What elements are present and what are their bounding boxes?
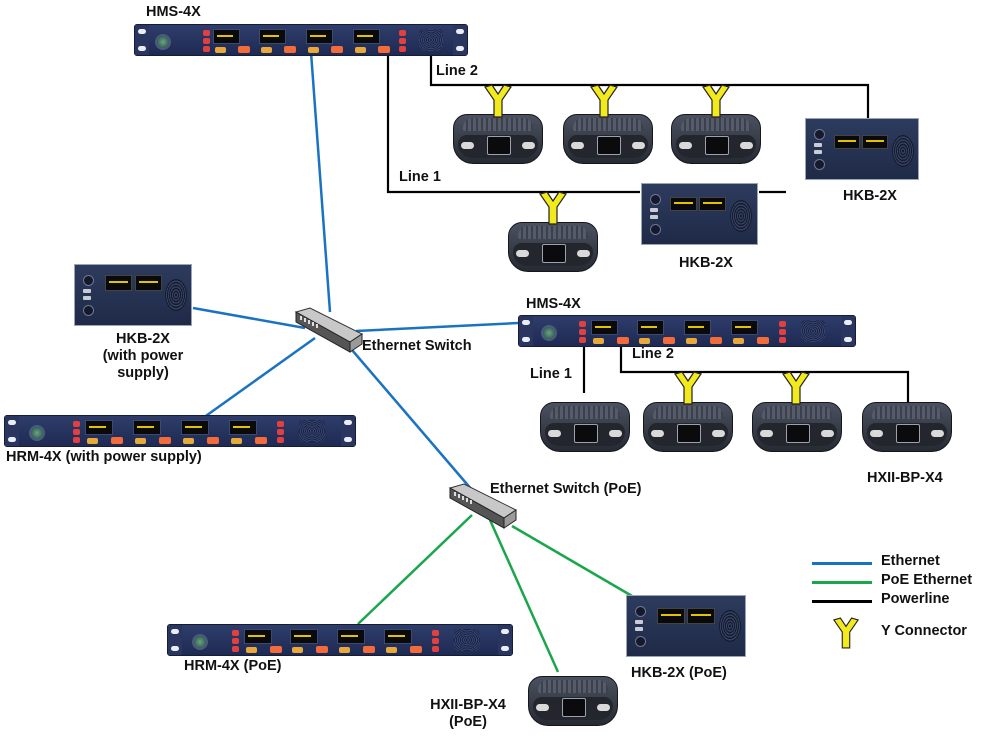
beltpack-top-line1[interactable] bbox=[508, 222, 598, 272]
beltpack-top-1[interactable] bbox=[453, 114, 543, 164]
hrm-poe-label: HRM-4X (PoE) bbox=[184, 658, 282, 674]
wire-hrm-left-to-switch bbox=[202, 336, 316, 420]
poe-wires bbox=[357, 514, 633, 673]
hkb-2x-top-mid-device[interactable] bbox=[641, 183, 758, 245]
ethernet-wires bbox=[192, 51, 519, 491]
hrm-left-label: HRM-4X (with power supply) bbox=[6, 449, 202, 465]
ethernet-switch-device[interactable] bbox=[292, 306, 364, 354]
hxii-poe-label-line2: (PoE) bbox=[449, 714, 487, 730]
legend-poe-swatch bbox=[812, 581, 872, 584]
mid-line2-label: Line 2 bbox=[632, 346, 674, 362]
beltpack-mid-line2-2[interactable] bbox=[752, 402, 842, 452]
legend-y-connector-label: Y Connector bbox=[881, 623, 967, 639]
wire-hms-top-to-switch bbox=[309, 51, 332, 313]
hkb-2x-poe-device[interactable] bbox=[626, 595, 746, 657]
y-connector-icon bbox=[674, 371, 702, 405]
hms-4x-mid-device[interactable] bbox=[518, 315, 856, 347]
legend-y-connector-icon bbox=[832, 617, 860, 649]
hkb-left-label: HKB-2X (with power supply) bbox=[88, 331, 198, 382]
wire-top-line2 bbox=[429, 56, 870, 120]
hxii-poe-label: HXII-BP-X4 (PoE) bbox=[414, 697, 522, 731]
y-connector-icon bbox=[539, 191, 567, 225]
hkb-poe-label: HKB-2X (PoE) bbox=[631, 665, 727, 681]
wire-mid-line2 bbox=[619, 345, 910, 402]
hxii-bp-x4-mid-device[interactable] bbox=[862, 402, 952, 452]
wire-top-line1 bbox=[386, 55, 640, 194]
wire-hkb-left-to-switch bbox=[192, 306, 306, 330]
hkb-left-label-line1: HKB-2X bbox=[116, 331, 170, 347]
hms-mid-label: HMS-4X bbox=[526, 296, 581, 312]
legend-powerline-label: Powerline bbox=[881, 591, 950, 607]
y-connector-icon bbox=[484, 84, 512, 118]
top-line2-label: Line 2 bbox=[436, 63, 478, 79]
beltpack-top-2[interactable] bbox=[563, 114, 653, 164]
wire-hms-mid-to-switch bbox=[355, 321, 519, 333]
switch-poe-label: Ethernet Switch (PoE) bbox=[490, 481, 642, 497]
hrm-4x-poe-device[interactable] bbox=[167, 624, 513, 656]
y-connector-icon bbox=[590, 84, 618, 118]
hxii-poe-label-line1: HXII-BP-X4 bbox=[430, 697, 506, 713]
beltpack-mid-line1[interactable] bbox=[540, 402, 630, 452]
hms-4x-top-device[interactable] bbox=[134, 24, 468, 56]
ethernet-switch-poe-device[interactable] bbox=[446, 482, 518, 530]
hkb-left-label-line2: (with power bbox=[102, 348, 184, 364]
hms-top-label: HMS-4X bbox=[146, 4, 201, 20]
hxii-mid-label: HXII-BP-X4 bbox=[867, 470, 943, 486]
top-line1-label: Line 1 bbox=[399, 169, 441, 185]
mid-line1-label: Line 1 bbox=[530, 366, 572, 382]
hkb-2x-top-right-device[interactable] bbox=[805, 118, 919, 180]
hkb-left-label-line3: supply) bbox=[117, 365, 169, 381]
beltpack-top-3[interactable] bbox=[671, 114, 761, 164]
switch-main-label: Ethernet Switch bbox=[362, 338, 472, 354]
y-connector-icon bbox=[782, 371, 810, 405]
legend-ethernet-label: Ethernet bbox=[881, 553, 940, 569]
hrm-4x-left-device[interactable] bbox=[4, 415, 356, 447]
wire-switch-to-poe-switch bbox=[351, 349, 473, 491]
hkb-2x-left-device[interactable] bbox=[74, 264, 192, 326]
hxii-bp-x4-poe-device[interactable] bbox=[528, 676, 618, 726]
hkb-top-right-label: HKB-2X bbox=[843, 188, 897, 204]
hkb-top-mid-label: HKB-2X bbox=[679, 255, 733, 271]
wire-poe-to-hrm bbox=[357, 514, 473, 625]
legend-powerline-swatch bbox=[812, 600, 872, 603]
y-connector-icon bbox=[702, 84, 730, 118]
legend-poe-label: PoE Ethernet bbox=[881, 572, 973, 588]
beltpack-mid-line2-1[interactable] bbox=[643, 402, 733, 452]
wire-poe-to-hkb bbox=[511, 524, 633, 598]
legend-ethernet-swatch bbox=[812, 562, 872, 565]
powerline-wires bbox=[386, 55, 910, 402]
legend: Ethernet PoE Ethernet Powerline Y Connec… bbox=[812, 553, 990, 653]
wire-poe-to-hxii bbox=[488, 519, 560, 673]
